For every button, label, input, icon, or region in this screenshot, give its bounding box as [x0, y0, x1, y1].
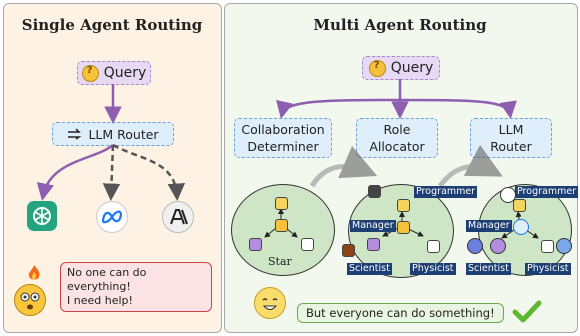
agent-icon — [541, 240, 554, 253]
fire-icon — [26, 264, 42, 282]
stage-1-line-2: Determiner — [247, 139, 319, 154]
agent-icon — [275, 219, 288, 232]
confused-face-icon — [14, 284, 46, 316]
role-label-scientist: Scientist — [347, 263, 392, 275]
check-icon — [512, 300, 542, 324]
confused-face-icon — [81, 64, 99, 82]
anthropic-icon — [162, 201, 194, 233]
routed-role-label-programmer: Programmer — [515, 186, 579, 198]
speech-line-2: everything! — [67, 280, 131, 293]
everyone-speech-bubble: But everyone can do something! — [297, 303, 504, 323]
agent-icon — [249, 238, 262, 251]
routed-role-label-physicist: Physicist — [525, 263, 571, 275]
right-query-box: Query — [362, 56, 440, 80]
routed-role-label-scientist: Scientist — [466, 263, 511, 275]
left-query-box: Query — [77, 61, 151, 85]
role-label-physicist: Physicist — [410, 263, 456, 275]
stage-2-line-2: Allocator — [369, 139, 425, 154]
openai-icon — [27, 201, 57, 231]
collaboration-determiner-box: Collaboration Determiner — [234, 118, 332, 158]
agent-icon — [397, 221, 410, 234]
meta-icon — [96, 201, 128, 233]
confused-face-icon — [368, 59, 386, 77]
role-label-manager: Manager — [350, 220, 396, 232]
left-query-label: Query — [103, 65, 147, 81]
model-icon — [467, 238, 483, 254]
star-topology-label: Star — [268, 255, 292, 268]
help-speech-bubble: No one can do everything! I need help! — [60, 262, 212, 312]
smiling-face-icon — [254, 287, 286, 319]
computer-icon — [368, 185, 381, 198]
speech-line-3: I need help! — [67, 294, 133, 307]
speech-line-1: No one can do — [67, 266, 147, 279]
left-llm-router-label: LLM Router — [88, 126, 159, 142]
role-label-programmer: Programmer — [414, 186, 478, 198]
agent-icon — [397, 199, 410, 212]
routed-role-label-manager: Manager — [466, 220, 512, 232]
left-llm-router-box: LLM Router — [52, 122, 174, 146]
agent-icon — [301, 238, 314, 251]
agent-icon — [490, 238, 506, 254]
agent-icon — [275, 197, 288, 210]
stage-2-line-1: Role — [383, 122, 411, 137]
multi-agent-title: Multi Agent Routing — [313, 16, 487, 34]
books-icon — [342, 244, 355, 257]
right-query-label: Query — [390, 60, 434, 76]
meta-icon — [513, 219, 529, 235]
agent-icon — [513, 199, 526, 212]
stage-1-line-1: Collaboration — [241, 122, 325, 137]
bottom-message: But everyone can do something! — [306, 306, 495, 320]
single-agent-title: Single Agent Routing — [21, 16, 203, 34]
model-icon — [556, 238, 572, 254]
stage-3-line-1: LLM — [498, 122, 524, 137]
router-icon — [68, 128, 82, 140]
agent-icon — [367, 238, 380, 251]
agent-icon — [427, 240, 440, 253]
